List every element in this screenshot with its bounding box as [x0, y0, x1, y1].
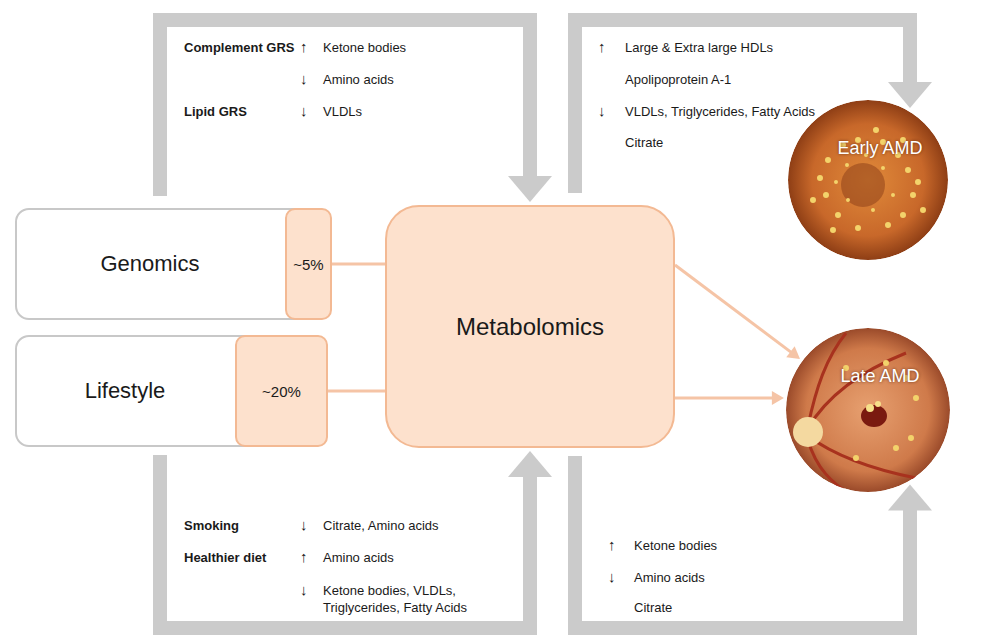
- fundus-circle: Early AMD: [788, 100, 948, 260]
- lesion-spots: [866, 401, 881, 412]
- genomics-box: Genomics ~5%: [15, 208, 328, 320]
- metabolite-text: Citrate, Amino acids: [323, 517, 439, 534]
- metabolite-text: Amino acids: [634, 569, 705, 586]
- metabolomics-box: Metabolomics: [385, 205, 675, 448]
- text-holder: Lifestyle: [17, 337, 233, 445]
- lifestyle-box: Lifestyle ~20%: [15, 335, 328, 447]
- direction-arrow: ↓: [598, 102, 606, 119]
- metabolite-text: Amino acids: [323, 549, 394, 566]
- direction-arrow: ↓: [300, 70, 308, 87]
- metabolite-text: VLDLs: [323, 103, 362, 120]
- node-text: ~5%: [293, 256, 323, 273]
- node-text: Early AMD: [837, 138, 922, 159]
- retina-background: [788, 100, 948, 260]
- connector-line: [575, 456, 910, 628]
- flow-arrow: [575, 456, 932, 628]
- arrow-head: [888, 82, 932, 108]
- text-holder: Early AMD: [788, 138, 948, 159]
- connector-line: [332, 263, 385, 266]
- connector-line: [328, 390, 385, 393]
- text-holder: Genomics: [17, 210, 283, 318]
- drusen: [810, 127, 926, 233]
- metabolite-text: Amino acids: [323, 71, 394, 88]
- metabolite-text: VLDLs, Triglycerides, Fatty Acids: [625, 103, 815, 120]
- flow-arrow: [575, 20, 932, 193]
- node-text: Late AMD: [840, 366, 919, 387]
- connector-line: [675, 397, 773, 400]
- metabolite-text: Apolipoprotein A-1: [625, 71, 731, 88]
- metabolite-text: Large & Extra large HDLs: [625, 39, 773, 56]
- direction-arrow: ↑: [300, 548, 308, 565]
- metabolite-text: Citrate: [634, 599, 672, 616]
- connector-line: [675, 265, 791, 352]
- direction-arrow: ↓: [300, 102, 308, 119]
- direction-arrow: ↓: [300, 581, 308, 598]
- connector-line: [160, 455, 530, 628]
- direction-arrow: ↓: [300, 516, 308, 533]
- node-text: Genomics: [100, 251, 199, 277]
- late-amd-fundus: [786, 328, 950, 492]
- connector-arrow: [328, 391, 385, 392]
- percent-box: ~20%: [235, 335, 328, 447]
- connector-line: [160, 20, 530, 196]
- optic-disc: [793, 417, 823, 447]
- factor-label: Smoking: [184, 517, 239, 534]
- metabolite-text: Ketone bodies, VLDLs, Triglycerides, Fat…: [323, 582, 498, 616]
- metabolite-text: Ketone bodies: [634, 537, 717, 554]
- fundus-circle: Late AMD: [786, 328, 950, 492]
- direction-arrow: ↑: [598, 38, 606, 55]
- arrow-head: [888, 484, 932, 510]
- text-holder: Metabolomics: [387, 207, 673, 446]
- node-text: ~20%: [262, 383, 301, 400]
- node-text: Metabolomics: [456, 313, 604, 341]
- hemorrhage: [861, 405, 887, 427]
- connector-line: [575, 20, 910, 193]
- text-holder: ~20%: [237, 337, 326, 445]
- arrow-head: [786, 346, 800, 359]
- node-text: Lifestyle: [85, 378, 166, 404]
- text-holder: Late AMD: [786, 366, 950, 387]
- metabolite-text: Ketone bodies: [323, 39, 406, 56]
- direction-arrow: ↑: [608, 536, 616, 553]
- blood-vessels: [808, 333, 916, 492]
- connector-arrow: [332, 264, 385, 265]
- factor-label: Complement GRS: [184, 39, 295, 56]
- arrow-head: [508, 451, 552, 477]
- factor-label: Healthier diet: [184, 549, 266, 566]
- percent-box: ~5%: [285, 208, 332, 320]
- early-amd-fundus: [788, 100, 948, 260]
- connector-arrow: [675, 391, 784, 405]
- flow-arrow: [160, 451, 552, 628]
- arrow-head: [772, 391, 784, 405]
- factor-label: Lipid GRS: [184, 103, 247, 120]
- text-holder: ~5%: [287, 210, 330, 318]
- direction-arrow: ↓: [608, 568, 616, 585]
- direction-arrow: ↑: [300, 38, 308, 55]
- flow-arrow: [160, 20, 552, 202]
- metabolite-text: Citrate: [625, 134, 663, 151]
- connector-arrow: [675, 265, 800, 359]
- arrow-head: [508, 176, 552, 202]
